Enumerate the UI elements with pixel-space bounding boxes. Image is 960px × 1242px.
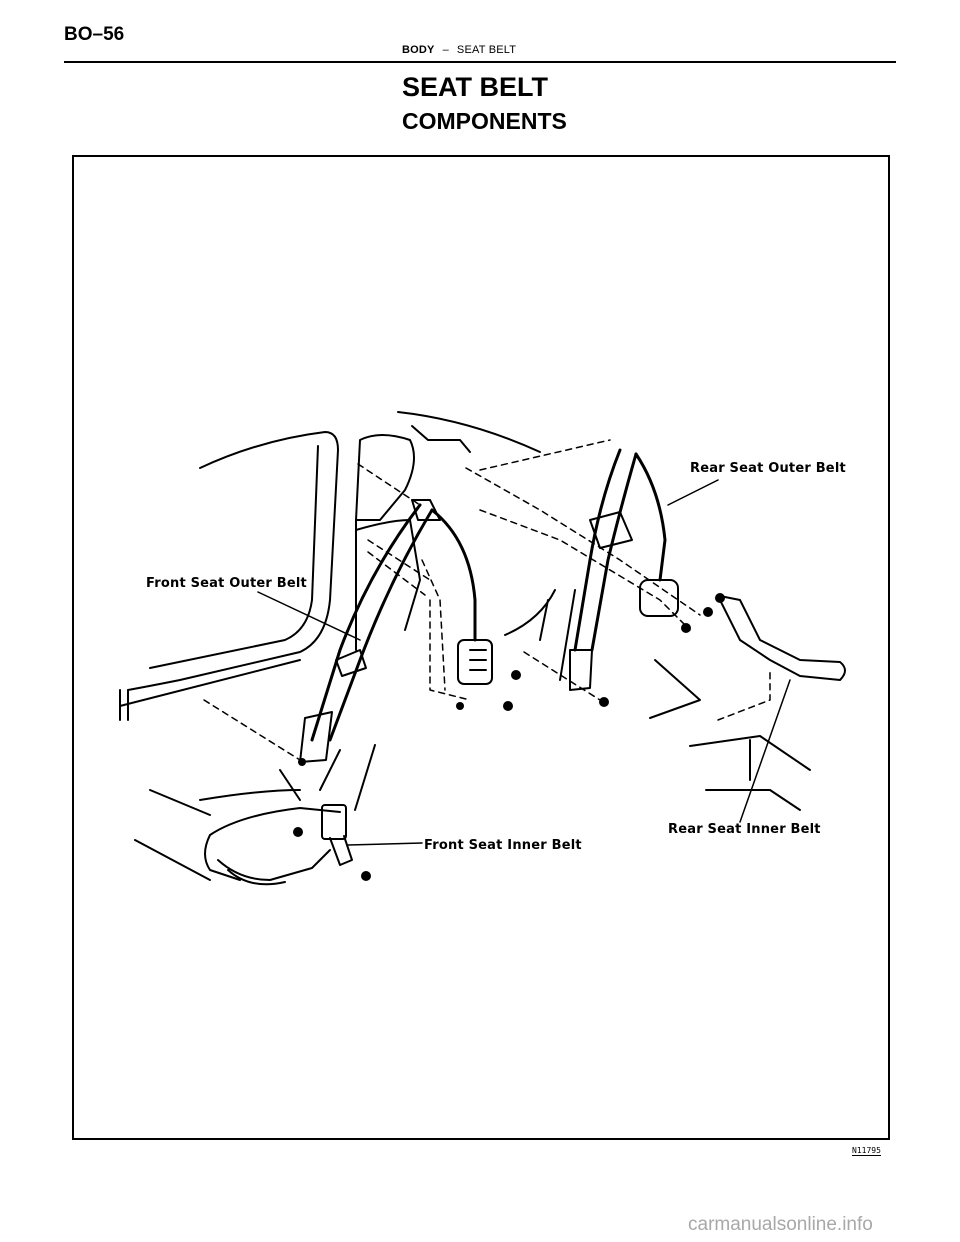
figure-code: N11795 [852,1146,881,1156]
rear-seat-lines [689,735,811,811]
leader-rear-outer [667,479,719,506]
bolt [361,871,371,881]
front-retractor [457,639,493,685]
figure-frame [72,155,890,1140]
rear-outer-lower-anchor [569,649,593,691]
front-outer-buckle-guide [335,649,367,677]
bolt [511,670,521,680]
section-heading: BODY–SEAT BELT [402,44,516,56]
page-number: BO–56 [64,24,125,45]
front-inner-leader [347,842,423,846]
assembly-lines-rear [465,439,771,721]
bolt [298,758,306,766]
rear-outer-guide [589,511,633,549]
door-frame-inner [149,445,319,669]
front-seat-body [204,807,341,881]
bolt [293,827,303,837]
roof-trim [411,425,471,453]
b-pillar-lower [355,519,421,651]
front-outer-lower-anchor [299,711,333,763]
watermark: carmanualsonline.info [688,1214,873,1235]
rear-outer-belt [573,448,638,652]
page-subtitle: COMPONENTS [402,108,567,134]
bolt-markers [293,593,725,881]
roof-line [397,411,541,453]
header-rule [64,61,896,63]
bolt [715,593,725,603]
section-sub: SEAT BELT [456,44,517,56]
rear-outer-upper [634,452,667,582]
door-sill [119,659,301,721]
bolt [599,697,609,707]
rear-retractor [639,579,679,617]
bolt [703,607,713,617]
rear-seat-edge [649,659,701,719]
bolt [681,623,691,633]
door-frame [127,431,339,691]
rear-panel-curve [504,589,576,681]
front-outer-anchor [411,499,441,521]
front-inner-cable [217,849,331,886]
rear-inner-belt [719,595,846,681]
front-seat-cushion [134,744,376,881]
label-rear-seat-inner-belt: Rear Seat Inner Belt [668,822,821,837]
assembly-lines-front [203,463,471,761]
leader-rear-inner [739,679,791,823]
front-outer-upper-belt [430,508,477,642]
front-inner-buckle [321,804,347,840]
front-outer-belt [310,503,434,742]
page-title: SEAT BELT [402,72,548,102]
bolt [503,701,513,711]
b-pillar-trim [355,434,415,521]
front-inner-strap [329,835,353,866]
label-front-seat-outer-belt: Front Seat Outer Belt [146,576,307,591]
section-separator: – [442,44,449,56]
bolt [456,702,464,710]
section-main: BODY [402,44,435,56]
leader-front-outer [257,591,361,641]
label-front-seat-inner-belt: Front Seat Inner Belt [424,838,582,853]
label-rear-seat-outer-belt: Rear Seat Outer Belt [690,461,846,476]
